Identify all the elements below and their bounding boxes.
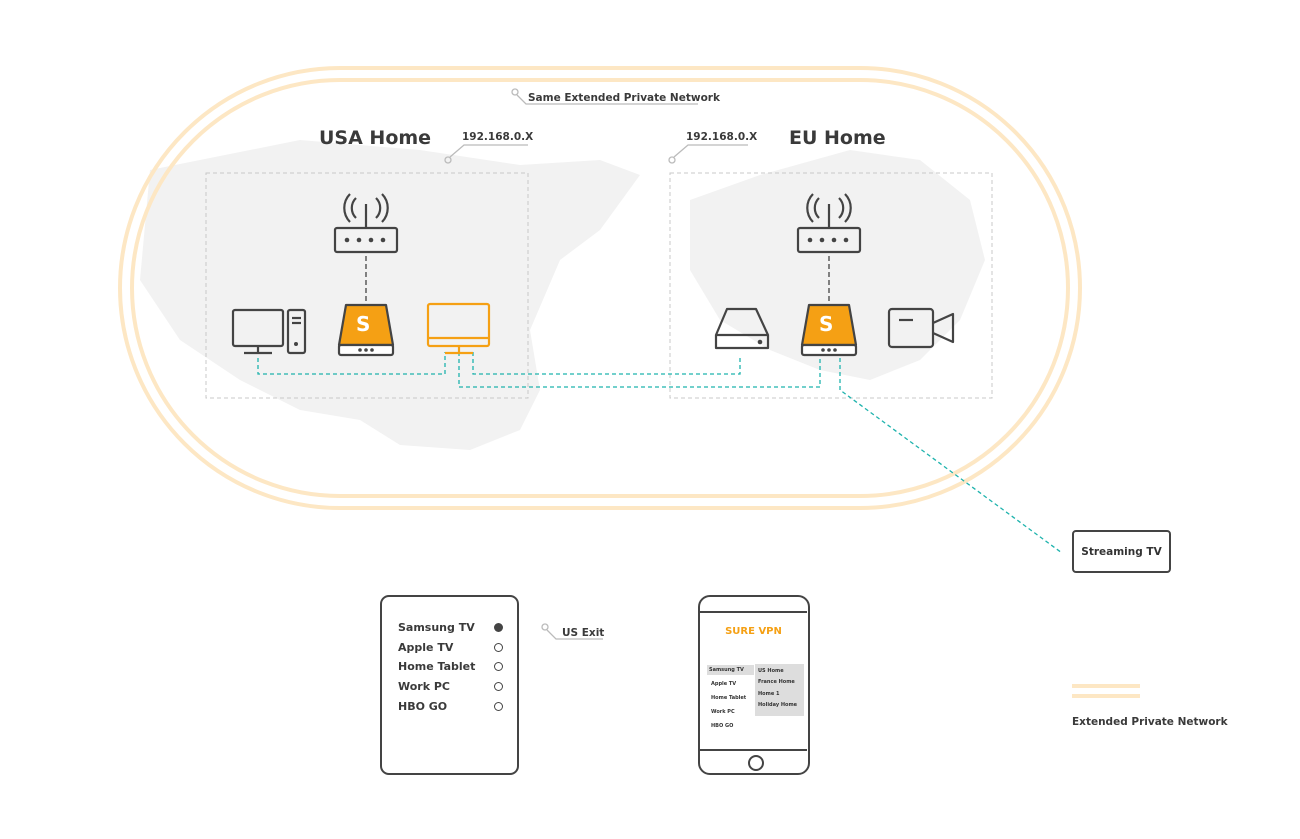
device-option[interactable]: Work PC — [711, 709, 735, 715]
callout-leaders — [444, 88, 748, 640]
tablet-item-label: Work PC — [398, 680, 451, 693]
radio-icon[interactable] — [494, 643, 503, 652]
eu-wifi-router-icon — [796, 193, 862, 254]
tablet-item-label: Samsung TV — [398, 621, 475, 634]
eu-ip-label: 192.168.0.X — [686, 131, 758, 143]
eu-router-leds — [807, 237, 849, 243]
device-option[interactable]: Samsung TV — [707, 665, 754, 675]
device-option[interactable]: Apple TV — [711, 681, 737, 687]
device-option[interactable]: HBO GO — [711, 723, 734, 729]
app-title: SURE VPN — [725, 626, 782, 637]
pc-power-light — [294, 342, 298, 346]
tablet-item-label: Apple TV — [398, 641, 454, 654]
radio-icon[interactable] — [494, 662, 503, 671]
video-camera-icon — [887, 307, 955, 349]
location-option[interactable]: US Home — [758, 668, 784, 674]
streaming-tv-label: Streaming TV — [1081, 546, 1162, 558]
eu-device-letter: S — [819, 312, 834, 336]
home-button-icon[interactable] — [748, 755, 764, 771]
usa-home-boundary — [205, 172, 529, 399]
external-drive-icon — [714, 307, 770, 350]
phone-device: SURE VPN Samsung TV Apple TV Home Tablet… — [698, 595, 810, 775]
radio-selected-icon[interactable] — [494, 623, 503, 632]
tv-monitor-icon — [426, 302, 491, 355]
usa-device-letter: S — [356, 312, 371, 336]
dashed-links — [257, 352, 1063, 554]
eu-home-title: EU Home — [789, 127, 886, 149]
extended-network-ring — [118, 66, 1082, 510]
usa-wifi-router-icon — [333, 193, 399, 254]
map-background — [140, 140, 985, 450]
drive-light — [757, 339, 763, 345]
location-option[interactable]: Holiday Home — [758, 702, 798, 708]
usa-home-title: USA Home — [319, 127, 432, 149]
eu-sure-device-icon — [800, 303, 858, 357]
tablet-item-label: HBO GO — [398, 700, 448, 713]
location-option[interactable]: France Home — [758, 679, 795, 685]
radio-icon[interactable] — [494, 682, 503, 691]
location-option[interactable]: Home 1 — [758, 691, 780, 697]
eu-home-boundary — [669, 172, 993, 399]
usa-sure-device-icon — [337, 303, 395, 357]
us-exit-label: US Exit — [562, 627, 605, 639]
legend-swatch — [1072, 684, 1140, 701]
usa-ip-label: 192.168.0.X — [462, 131, 534, 143]
tablet-item-label: Home Tablet — [398, 660, 476, 673]
legend-label: Extended Private Network — [1072, 716, 1228, 728]
usa-router-leds — [344, 237, 386, 243]
streaming-tv-box: Streaming TV — [1072, 530, 1171, 573]
location-list: US Home France Home Home 1 Holiday Home — [755, 664, 804, 716]
desktop-pc-icon — [231, 308, 307, 355]
network-callout-label: Same Extended Private Network — [528, 92, 720, 104]
phone-screen: SURE VPN Samsung TV Apple TV Home Tablet… — [700, 611, 807, 751]
tablet-device: Samsung TV Apple TV Home Tablet Work PC … — [380, 595, 519, 775]
device-option[interactable]: Home Tablet — [711, 695, 747, 701]
radio-icon[interactable] — [494, 702, 503, 711]
